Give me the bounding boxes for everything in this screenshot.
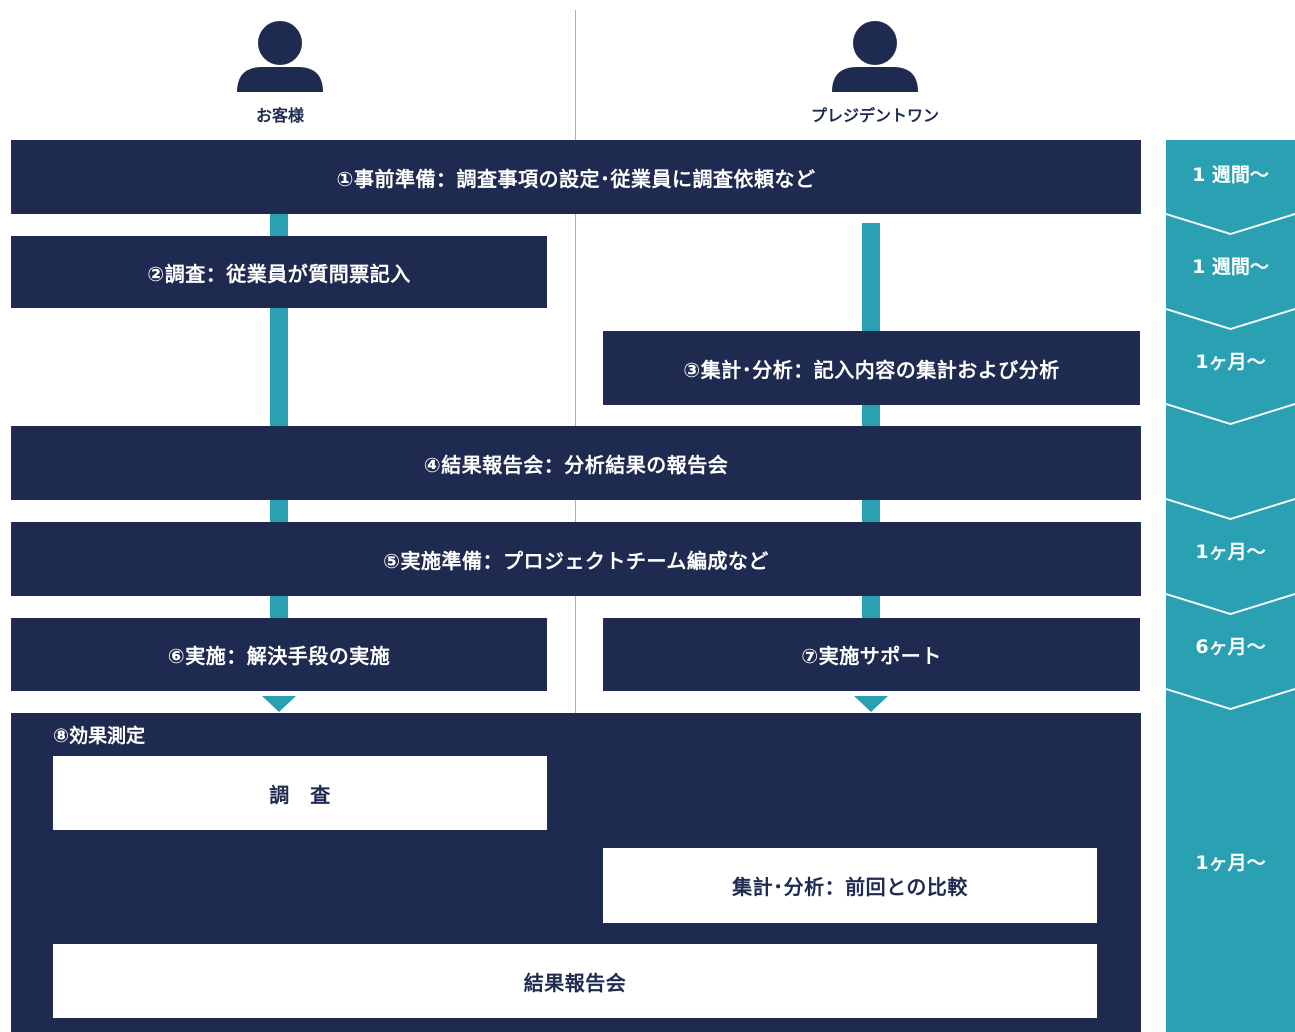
connector-line [862,405,880,426]
step-7-bar: ⑦実施サポート [603,618,1140,691]
connector-line [270,500,288,522]
step-4-label: ④結果報告会：分析結果の報告会 [423,452,729,477]
connector-line [270,308,288,426]
step-1-bar: ①事前準備：調査事項の設定･従業員に調査依頼など [11,140,1141,214]
step-6-label: ⑥実施：解決手段の実施 [167,644,391,668]
step-4-bar: ④結果報告会：分析結果の報告会 [11,426,1141,500]
step-6-bar: ⑥実施：解決手段の実施 [11,618,547,691]
company-actor: プレジデントワン [790,20,960,130]
step-2-bar: ②調査：従業員が質問票記入 [11,236,547,308]
connector-line [862,223,880,331]
step-8-analysis-label: 集計･分析：前回との比較 [732,875,968,899]
duration-chevron-1: 1 週間～ [1166,140,1295,233]
connector-line [270,596,288,618]
connector-line [862,500,880,522]
step-3-bar: ③集計･分析：記入内容の集計および分析 [603,331,1140,405]
step-7-label: ⑦実施サポート [801,644,942,668]
step-8-survey-label: 調 査 [269,782,331,807]
step-5-bar: ⑤実施準備：プロジェクトチーム編成など [11,522,1141,596]
arrow-down-icon [262,696,296,712]
duration-chevron-7: 1ヶ月～ [1166,690,1295,1032]
person-icon [832,21,918,92]
step-8-panel: ⑧効果測定 調 査 集計･分析：前回との比較 結果報告会 [11,713,1141,1032]
lane-divider [575,10,576,715]
connector-line [862,596,880,618]
duration-label: 1 週間～ [1192,164,1269,186]
step-5-label: ⑤実施準備：プロジェクトチーム編成など [383,548,769,573]
duration-label: 1 週間～ [1192,256,1269,278]
step-8-report-label: 結果報告会 [523,970,627,995]
step-8-report-box: 結果報告会 [53,944,1097,1018]
duration-label: 1ヶ月～ [1195,351,1266,373]
duration-label: 6ヶ月～ [1195,636,1266,658]
connector-line [270,214,288,236]
step-8-title: ⑧効果測定 [53,725,146,747]
step-2-label: ②調査：従業員が質問票記入 [147,261,411,286]
customer-actor: お客様 [220,20,340,130]
duration-label: 1ヶ月～ [1195,851,1266,874]
step-8-survey-box: 調 査 [53,756,547,830]
duration-label: 1ヶ月～ [1195,541,1266,563]
step-3-label: ③集計･分析：記入内容の集計および分析 [683,357,1060,382]
arrow-down-icon [854,696,888,712]
person-icon [237,21,323,92]
step-8-analysis-box: 集計･分析：前回との比較 [603,848,1097,923]
customer-label: お客様 [255,106,304,125]
step-1-label: ①事前準備：調査事項の設定･従業員に調査依頼など [336,166,816,191]
company-label: プレジデントワン [810,106,939,125]
